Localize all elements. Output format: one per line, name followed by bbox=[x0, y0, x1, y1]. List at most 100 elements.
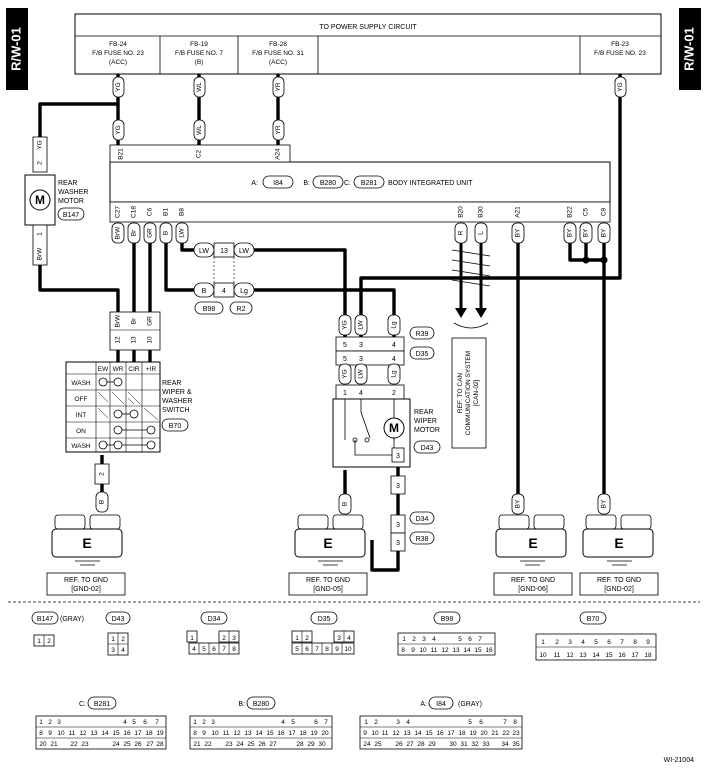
switch-hatch bbox=[97, 391, 159, 421]
view-d35: D35 1 2 3 4 5 6 7 8 9 10 bbox=[291, 611, 355, 655]
svg-text:10: 10 bbox=[147, 336, 154, 344]
svg-text:BY: BY bbox=[583, 228, 590, 237]
svg-text:+IR: +IR bbox=[146, 366, 157, 373]
svg-text:3: 3 bbox=[359, 356, 363, 363]
svg-text:WASHER: WASHER bbox=[58, 189, 88, 196]
svg-text:WL: WL bbox=[196, 125, 203, 135]
svg-text:32: 32 bbox=[471, 741, 479, 748]
svg-text:3: 3 bbox=[232, 635, 236, 642]
bcm-top-pins: B21 C2 A24 bbox=[118, 148, 282, 160]
svg-text:F/B FUSE NO. 23: F/B FUSE NO. 23 bbox=[92, 50, 144, 57]
svg-text:YR: YR bbox=[275, 82, 282, 91]
svg-text:4: 4 bbox=[121, 647, 125, 654]
wire-tag: YG bbox=[112, 119, 125, 141]
svg-text:MOTOR: MOTOR bbox=[58, 198, 84, 205]
svg-text:Br: Br bbox=[131, 229, 138, 236]
svg-text:8: 8 bbox=[633, 639, 637, 646]
wire-tag: YG bbox=[112, 76, 125, 98]
rear-wiper-washer-switch: EW WR CIR +IR WASH OFF INT ON WASH REAR … bbox=[65, 361, 192, 513]
svg-text:6: 6 bbox=[314, 719, 318, 726]
svg-text:3: 3 bbox=[57, 719, 61, 726]
figure-id: WI-21004 bbox=[664, 757, 694, 764]
svg-text:B21: B21 bbox=[118, 148, 125, 160]
svg-text:14: 14 bbox=[463, 647, 471, 654]
svg-text:4: 4 bbox=[347, 635, 351, 642]
svg-text:4: 4 bbox=[432, 636, 436, 643]
svg-text:LW: LW bbox=[358, 320, 365, 330]
svg-text:35: 35 bbox=[512, 741, 520, 748]
svg-text:ON: ON bbox=[76, 428, 86, 435]
svg-text:5: 5 bbox=[291, 719, 295, 726]
svg-text:B98: B98 bbox=[203, 306, 216, 313]
svg-text:(GRAY): (GRAY) bbox=[458, 701, 482, 708]
svg-text:B: B bbox=[342, 502, 349, 506]
svg-text:BY: BY bbox=[601, 228, 608, 237]
svg-text:YG: YG bbox=[342, 369, 349, 378]
svg-text:FB-28: FB-28 bbox=[269, 41, 287, 48]
svg-text:1: 1 bbox=[190, 635, 194, 642]
svg-text:BY: BY bbox=[601, 499, 608, 508]
svg-text:10: 10 bbox=[57, 730, 65, 737]
svg-text:C6: C6 bbox=[147, 207, 154, 216]
svg-text:F/B FUSE NO. 31: F/B FUSE NO. 31 bbox=[252, 50, 304, 57]
svg-text:20: 20 bbox=[480, 730, 488, 737]
svg-text:25: 25 bbox=[247, 741, 255, 748]
svg-text:30: 30 bbox=[449, 741, 457, 748]
side-tag-right-text: R/W-01 bbox=[681, 27, 696, 71]
svg-text:3: 3 bbox=[396, 522, 400, 529]
svg-text:6: 6 bbox=[468, 636, 472, 643]
wire-tag: BY bbox=[597, 222, 611, 244]
svg-text:13: 13 bbox=[452, 647, 460, 654]
svg-text:3: 3 bbox=[359, 342, 363, 349]
svg-text:22: 22 bbox=[70, 741, 78, 748]
svg-text:33: 33 bbox=[482, 741, 490, 748]
svg-text:REAR: REAR bbox=[58, 180, 77, 187]
svg-text:23: 23 bbox=[225, 741, 233, 748]
svg-text:12: 12 bbox=[441, 647, 449, 654]
svg-text:10: 10 bbox=[211, 730, 219, 737]
svg-text:15: 15 bbox=[474, 647, 482, 654]
svg-text:9: 9 bbox=[202, 730, 206, 737]
svg-text:5: 5 bbox=[132, 719, 136, 726]
svg-text:BrW: BrW bbox=[37, 247, 44, 261]
wire-tag: L bbox=[474, 222, 488, 244]
svg-text:1: 1 bbox=[402, 636, 406, 643]
view-b98: B98 1 2 3 4 5 6 7 8 9 10 11 12 13 14 15 … bbox=[397, 611, 496, 656]
svg-text:12: 12 bbox=[566, 652, 574, 659]
wire-tag: YR bbox=[272, 76, 285, 98]
svg-text:20: 20 bbox=[321, 730, 329, 737]
svg-text:26: 26 bbox=[134, 741, 142, 748]
svg-text:10: 10 bbox=[539, 652, 547, 659]
svg-text:I84: I84 bbox=[436, 701, 446, 708]
svg-text:MOTOR: MOTOR bbox=[414, 427, 440, 434]
svg-text:9: 9 bbox=[335, 646, 339, 653]
svg-text:BY: BY bbox=[567, 228, 574, 237]
wire-lw-right bbox=[254, 248, 347, 340]
svg-text:5: 5 bbox=[594, 639, 598, 646]
svg-text:4: 4 bbox=[581, 639, 585, 646]
svg-text:2: 2 bbox=[222, 635, 226, 642]
svg-text:B70: B70 bbox=[587, 616, 600, 623]
wire-b-b1 bbox=[164, 225, 194, 292]
svg-text:13: 13 bbox=[244, 730, 252, 737]
view-d43: D43 1 2 3 4 bbox=[105, 611, 131, 656]
svg-text:B8: B8 bbox=[179, 208, 186, 216]
svg-text:B22: B22 bbox=[567, 206, 574, 218]
svg-text:5: 5 bbox=[295, 646, 299, 653]
svg-text:COMMUNICATION SYSTEM: COMMUNICATION SYSTEM bbox=[465, 351, 472, 435]
svg-text:REAR: REAR bbox=[162, 380, 181, 387]
svg-text:15: 15 bbox=[425, 730, 433, 737]
wire-tags-top: YG WL YR YG YG WL YR bbox=[112, 76, 627, 141]
svg-text:1: 1 bbox=[37, 638, 41, 645]
svg-text:(GRAY): (GRAY) bbox=[60, 616, 84, 623]
svg-text:E: E bbox=[528, 535, 537, 551]
svg-text:7: 7 bbox=[503, 719, 507, 726]
svg-text:28: 28 bbox=[156, 741, 164, 748]
svg-text:[GND-05]: [GND-05] bbox=[313, 586, 343, 593]
svg-text:16: 16 bbox=[618, 652, 626, 659]
svg-text:D35: D35 bbox=[318, 616, 331, 623]
svg-text:B: B bbox=[202, 288, 207, 295]
svg-text:L: L bbox=[478, 231, 485, 235]
svg-text:12: 12 bbox=[392, 730, 400, 737]
wire-tag: BY bbox=[579, 222, 593, 244]
